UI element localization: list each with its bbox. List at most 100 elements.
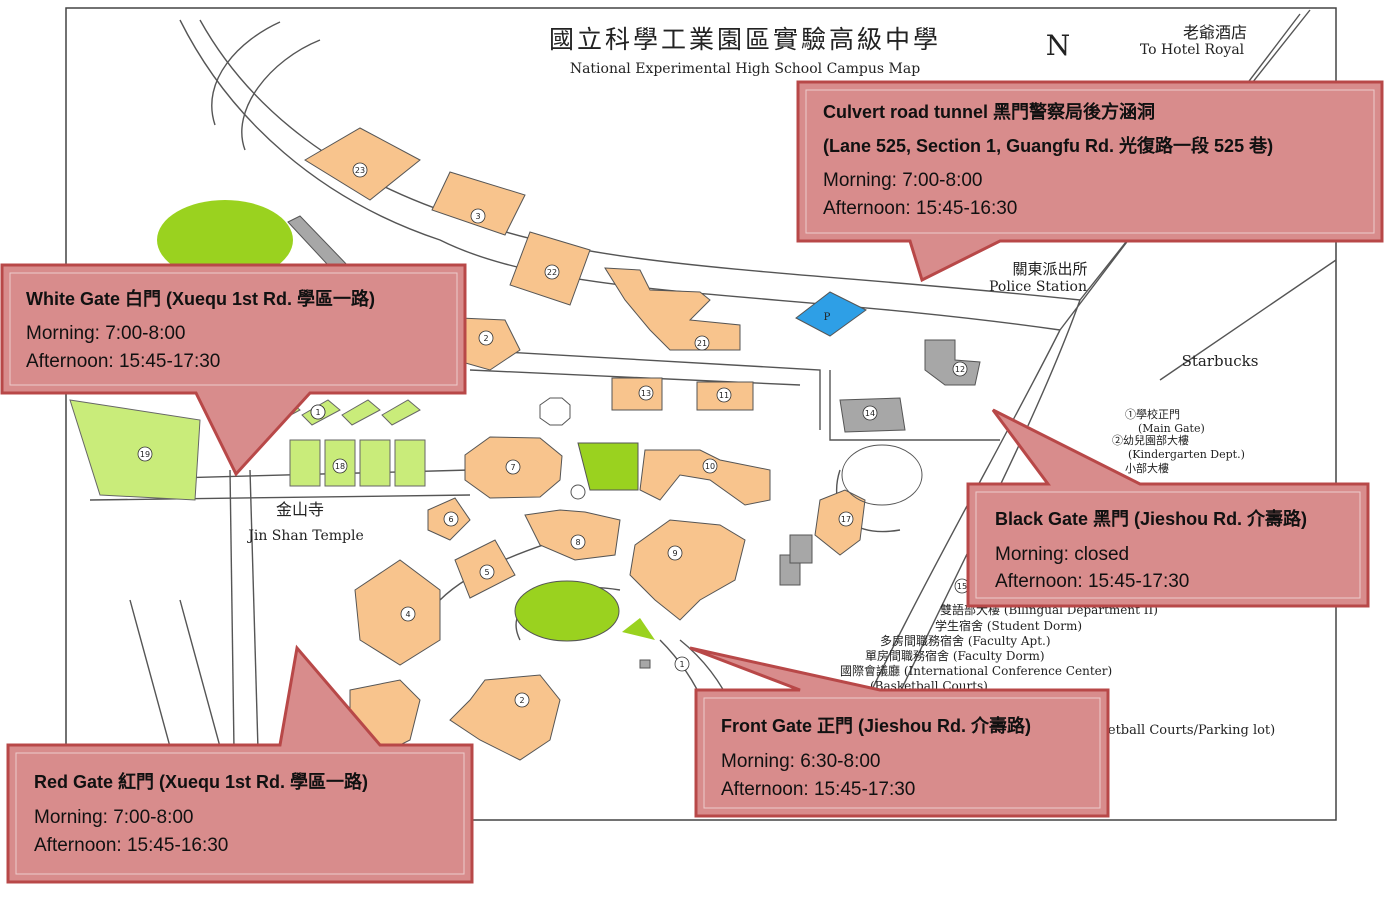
building-number: 13 [641,389,651,398]
building-number-marker [352,162,368,178]
oval-path-right [841,444,923,506]
callout-culvert-title: Culvert road tunnel 黑門警察局後方涵洞 [823,102,1156,122]
callout-front-gate-afternoon: Afternoon: 15:45-17:30 [721,779,916,800]
callout-front-gate-title: Front Gate 正門 (Jieshou Rd. 介壽路) [721,716,1032,736]
building-number: 3 [475,212,480,221]
building-number-marker [332,458,348,474]
starbucks-label: Starbucks [1182,352,1259,370]
building-number: 19 [140,450,150,459]
callout-white-gate-shape [0,263,467,477]
callout-culvert-morning: Morning: 7:00-8:00 [823,170,983,191]
sports-field-center [514,580,620,642]
hotel-label-zh: 老爺酒店 [1183,23,1247,42]
basketball-parking-label: ketball Courts/Parking lot) [1100,723,1275,738]
temple-label-en: Jin Shan Temple [246,528,364,544]
building-number: 15 [957,582,967,591]
callout-white-gate-afternoon: Afternoon: 15:45-17:30 [26,351,221,372]
callout-black-gate-shape [966,408,1370,608]
building-number-marker [443,511,459,527]
callout-red-gate-title: Red Gate 紅門 (Xuequ 1st Rd. 學區一路) [34,772,369,792]
legend-entry: ①學校正門 [1125,407,1180,421]
legend-entry: (Main Gate) [1138,422,1205,435]
callout-black-gate-afternoon: Afternoon: 15:45-17:30 [995,571,1190,592]
light-green-buildings [69,399,426,501]
callout-inner-borders [9,89,1375,875]
building-number-marker [667,545,683,561]
parking-lot [795,291,867,337]
building-number-marker [570,534,586,550]
building-number: 22 [547,268,557,277]
building-number-marker [514,692,530,708]
building-number: 8 [575,538,580,547]
callout-culvert-subtitle: (Lane 525, Section 1, Guangfu Rd. 光復路一段 … [823,136,1274,156]
building-number-marker [470,208,486,224]
building-number: 14 [865,409,875,418]
orange-buildings [304,127,866,761]
police-label-zh: 關東派出所 [1012,260,1087,278]
callout-black-gate-title: Black Gate 黑門 (Jieshou Rd. 介壽路) [995,509,1308,529]
callout-red-gate-afternoon: Afternoon: 15:45-16:30 [34,835,229,856]
sports-field-top-left [157,200,293,280]
building-number: 4 [405,610,410,619]
building-number-marker [862,405,878,421]
legend-entry: ②幼兒園部大樓 [1112,433,1189,447]
police-label-en: Police Station [989,279,1087,295]
building-number: 5 [484,568,489,577]
building-number: 10 [705,462,715,471]
map-title-en: National Experimental High School Campus… [570,61,920,77]
green-triangle [622,618,655,640]
building-number: 21 [697,339,707,348]
callout-black-gate-morning: Morning: closed [995,544,1130,565]
legend-entry: 單房間職務宿舍 (Faculty Dorm) [865,648,1045,663]
parking-label: P [824,312,831,323]
building-number: 6 [448,515,453,524]
callout-red-gate-morning: Morning: 7:00-8:00 [34,807,194,828]
north-arrow-label: N [1046,29,1071,62]
building-number-marker [716,387,732,403]
green-lawn-center [577,442,639,491]
callout-white-gate-title: White Gate 白門 (Xuequ 1st Rd. 學區一路) [26,289,376,309]
callout-culvert-afternoon: Afternoon: 15:45-16:30 [823,198,1018,219]
building-number: 2 [519,696,524,705]
building-number: 23 [355,166,365,175]
building-number: 1 [315,408,320,417]
building-number: 1 [679,660,684,669]
building-number-marker [702,458,718,474]
callout-shapes [0,80,1384,884]
building-number-marker [694,335,710,351]
building-number: 11 [719,391,729,400]
building-number-marker [400,606,416,622]
building-number: 12 [955,365,965,374]
legend-entry: (Kindergarten Dept.) [1128,448,1245,461]
legend-entry: 多房間職務宿舍 (Faculty Apt.) [880,633,1051,648]
legend-entry: 國際會議廳 (International Conference Center) [840,663,1112,678]
octagon-plaza [539,397,571,426]
building-number: 17 [841,515,851,524]
building-number-marker [674,656,690,672]
building-numbers: 2332221213111871068594121916141517121 [137,162,970,708]
building-number-marker [838,511,854,527]
building-number: 18 [335,462,345,471]
building-number-marker [952,361,968,377]
building-number-marker [478,330,494,346]
temple-label-zh: 金山寺 [276,500,324,519]
building-number-marker [479,564,495,580]
map-title-zh: 國立科學工業園區實驗高級中學 [549,25,941,54]
building-number: 7 [510,463,515,472]
hotel-label-en: To Hotel Royal [1140,42,1245,58]
callout-red-gate-shape [6,644,474,884]
building-number-marker [310,404,326,420]
building-number-marker [544,264,560,280]
callout-white-gate-morning: Morning: 7:00-8:00 [26,323,186,344]
building-number: 2 [483,334,488,343]
roundabout [570,484,586,500]
building-number-marker [137,446,153,462]
building-number-marker [638,385,654,401]
callout-front-gate-shape [689,646,1110,818]
map-legend: ①學校正門(Main Gate)②幼兒園部大樓(Kindergarten Dep… [840,407,1245,693]
legend-entry: 小部大樓 [1125,461,1169,475]
callout-culvert-shape [796,80,1384,283]
building-number: 9 [672,549,677,558]
building-number-marker [505,459,521,475]
